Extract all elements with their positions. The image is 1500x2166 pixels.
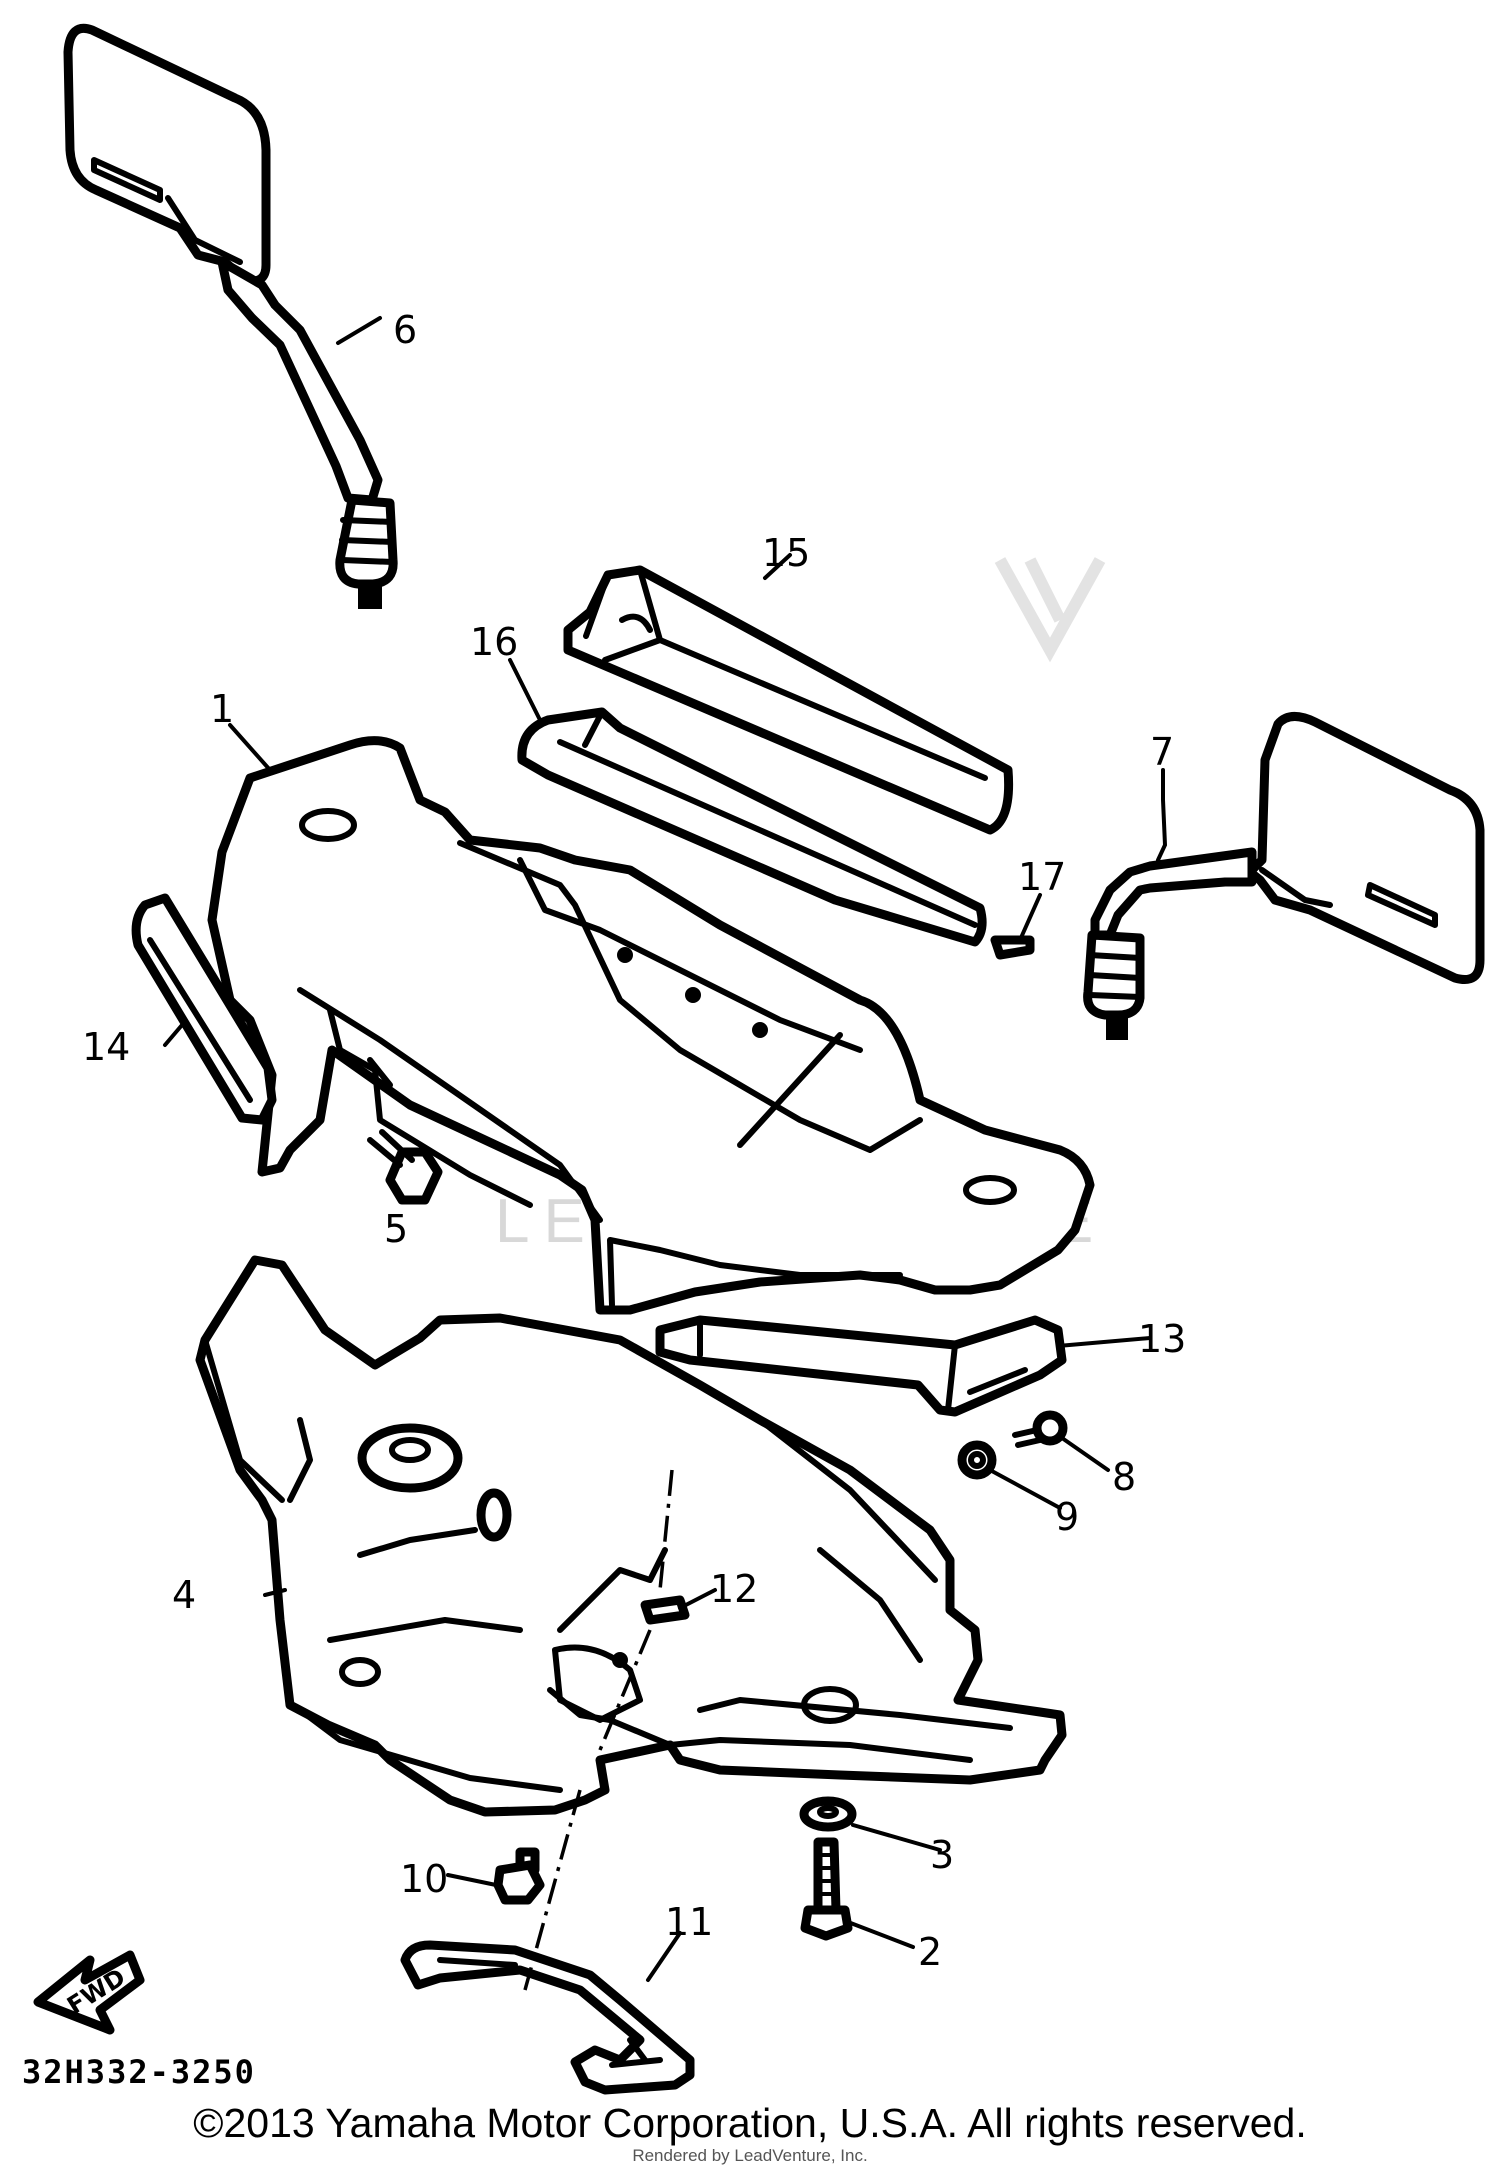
washer-3[interactable] [799,1796,857,1832]
bolt-10[interactable] [493,1847,545,1905]
bolt-2[interactable] [800,1837,853,1941]
right-lower-strip[interactable] [655,1315,1067,1417]
clip-17[interactable] [990,935,1035,960]
bolt-8[interactable] [1012,1410,1068,1448]
leader-lines [163,316,1168,1982]
callout-16: 16 [470,620,518,664]
callout-9: 9 [1055,1495,1079,1539]
right-mirror[interactable] [1083,712,1485,1040]
upper-cowl[interactable] [207,736,1095,1315]
callout-13: 13 [1138,1317,1186,1361]
diagram-code: 32H332-3250 [22,2053,256,2091]
callout-11: 11 [665,1900,713,1944]
copyright-notice: ©2013 Yamaha Motor Corporation, U.S.A. A… [193,2100,1307,2146]
callout-labels: 6 15 16 1 7 17 14 5 13 8 9 4 12 3 10 11 … [82,308,1186,1974]
callout-15: 15 [762,531,810,575]
callout-3: 3 [930,1833,954,1877]
top-cover-panel[interactable] [563,565,1014,835]
rendered-by-note: Rendered by LeadVenture, Inc. [632,2146,868,2165]
clip-12[interactable] [640,1595,690,1625]
callout-10: 10 [400,1857,448,1901]
callout-5: 5 [384,1207,408,1251]
callout-7: 7 [1150,730,1174,774]
callout-12: 12 [710,1567,758,1611]
alignment-line [523,1469,674,1991]
lower-cowl[interactable] [195,1255,1067,1817]
bracket-11[interactable] [400,1940,695,2095]
callout-1: 1 [210,687,234,731]
bolt-5[interactable] [367,1129,443,1205]
forward-direction-arrow: FWD [33,1950,145,2035]
callout-6: 6 [393,308,417,352]
callout-8: 8 [1112,1455,1136,1499]
callout-17: 17 [1018,855,1066,899]
left-side-strip[interactable] [131,893,277,1125]
callout-4: 4 [172,1573,196,1617]
callout-2: 2 [918,1930,942,1974]
top-cover-frame[interactable] [517,707,987,947]
washer-9[interactable] [957,1440,997,1480]
callout-14: 14 [82,1025,130,1069]
left-mirror[interactable] [63,23,398,609]
